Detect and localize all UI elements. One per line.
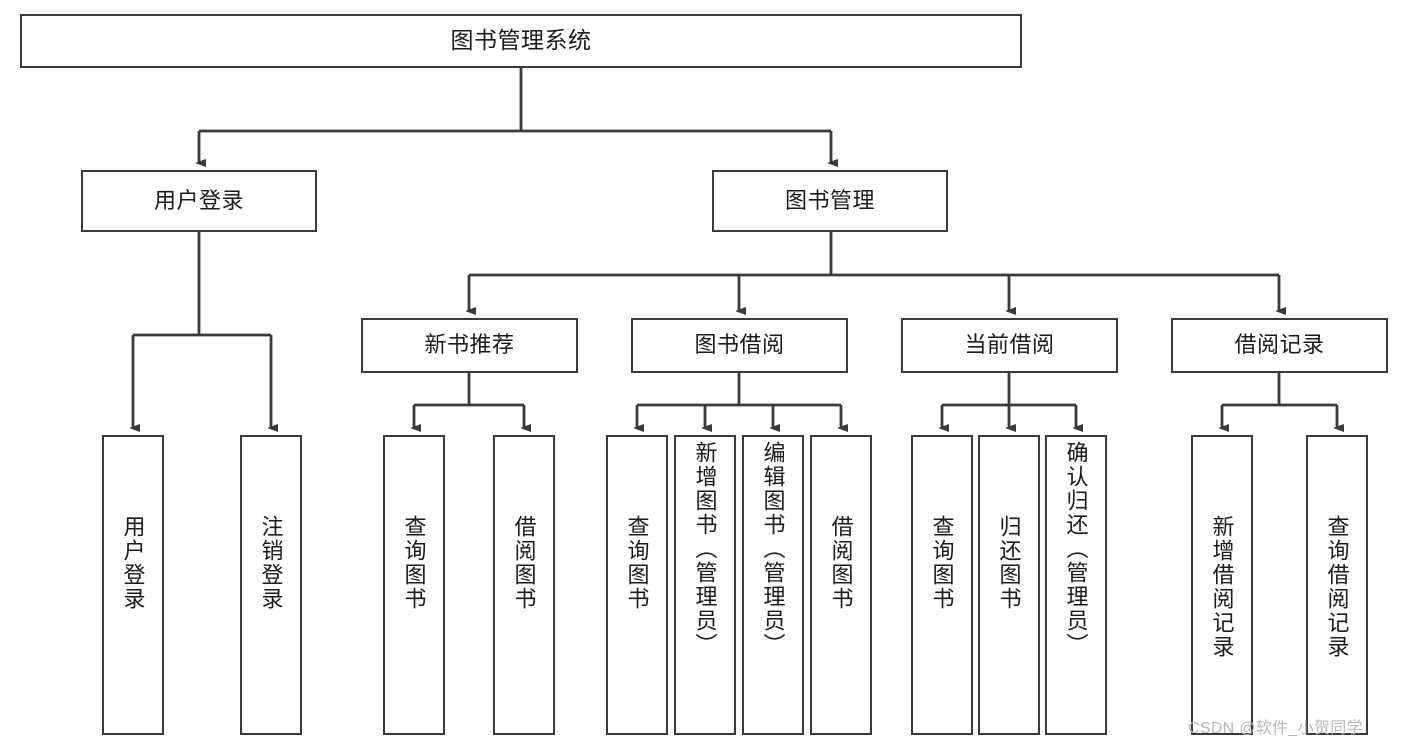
leaf-borrow-book-recommend[interactable]: 借阅图书 — [493, 435, 555, 735]
leaf-add-book-admin[interactable]: 新增图书（管理员） — [674, 435, 736, 735]
node-label: 借阅图书 — [511, 515, 537, 611]
leaf-return-book[interactable]: 归还图书 — [978, 435, 1040, 735]
leaf-query-book-recommend[interactable]: 查询图书 — [383, 435, 445, 735]
node-label: 查询图书 — [624, 515, 650, 611]
leaf-user-login[interactable]: 用户登录 — [102, 435, 164, 735]
node-label: 确认归还（管理员） — [1063, 441, 1089, 657]
node-label: 当前借阅 — [964, 332, 1055, 358]
node-root-system[interactable]: 图书管理系统 — [20, 14, 1022, 68]
node-label: 查询图书 — [401, 515, 427, 611]
node-label: 用户登录 — [153, 187, 244, 213]
node-label: 图书管理系统 — [450, 27, 592, 54]
node-label: 图书借阅 — [694, 332, 785, 358]
node-label: 新增借阅记录 — [1209, 515, 1235, 659]
node-new-book-recommend[interactable]: 新书推荐 — [361, 318, 578, 373]
node-borrow-record[interactable]: 借阅记录 — [1171, 318, 1388, 373]
node-label: 借阅图书 — [828, 515, 854, 611]
leaf-query-borrow-record[interactable]: 查询借阅记录 — [1306, 435, 1368, 735]
leaf-query-book-current[interactable]: 查询图书 — [911, 435, 973, 735]
node-label: 归还图书 — [996, 515, 1022, 611]
node-label: 编辑图书（管理员） — [760, 441, 786, 657]
node-label: 查询借阅记录 — [1324, 515, 1350, 659]
node-current-borrow[interactable]: 当前借阅 — [901, 318, 1118, 373]
node-book-borrow[interactable]: 图书借阅 — [631, 318, 848, 373]
leaf-borrow-book[interactable]: 借阅图书 — [810, 435, 872, 735]
leaf-edit-book-admin[interactable]: 编辑图书（管理员） — [742, 435, 804, 735]
leaf-query-book-borrow[interactable]: 查询图书 — [606, 435, 668, 735]
node-label: 用户登录 — [120, 515, 146, 611]
leaf-add-borrow-record[interactable]: 新增借阅记录 — [1191, 435, 1253, 735]
node-label: 借阅记录 — [1234, 332, 1325, 358]
node-label: 图书管理 — [784, 187, 875, 213]
node-label: 新书推荐 — [424, 332, 515, 358]
leaf-logout[interactable]: 注销登录 — [240, 435, 302, 735]
node-label: 查询图书 — [929, 515, 955, 611]
node-book-management[interactable]: 图书管理 — [712, 170, 948, 232]
leaf-confirm-return-admin[interactable]: 确认归还（管理员） — [1045, 435, 1107, 735]
node-label: 新增图书（管理员） — [692, 441, 718, 657]
node-user-login[interactable]: 用户登录 — [81, 170, 317, 232]
node-label: 注销登录 — [258, 515, 284, 611]
